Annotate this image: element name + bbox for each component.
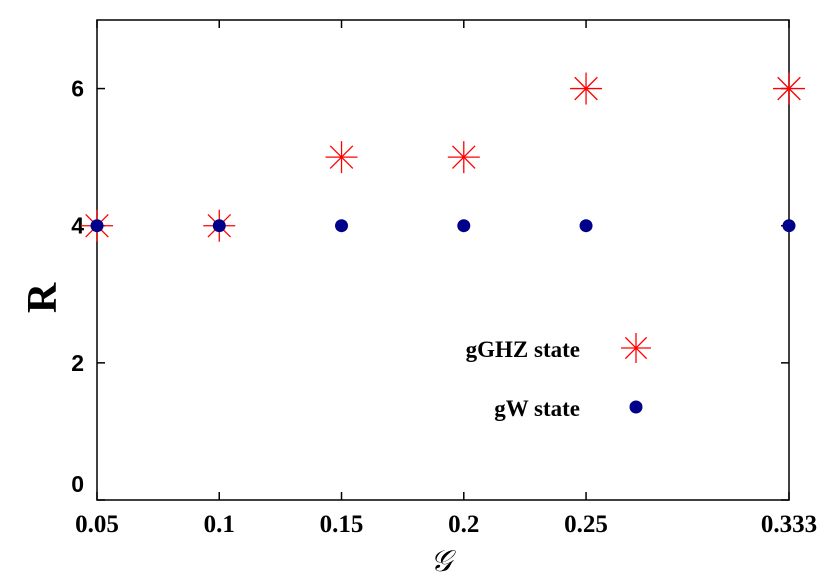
x-tick-label: 0.333 <box>761 511 817 538</box>
x-tick-label: 0.2 <box>448 511 479 538</box>
x-axis-label: 𝒢 <box>430 545 456 578</box>
ggHz-point <box>447 141 480 174</box>
gw-point <box>579 219 593 233</box>
x-tick-label: 0.1 <box>204 511 235 538</box>
y-tick-label: 0 <box>71 471 84 497</box>
gw-point <box>212 219 226 233</box>
gw-point <box>782 219 796 233</box>
x-tick-label: 0.15 <box>320 511 364 538</box>
ggHz-point <box>325 141 358 174</box>
legend-marker-gghz <box>621 333 651 363</box>
data-marks <box>81 72 805 242</box>
y-tick-label: 6 <box>71 76 84 102</box>
legend-marker-gw <box>629 400 643 414</box>
legend-label-gghz: gGHZ state <box>466 337 580 362</box>
y-axis-label: R <box>20 282 66 313</box>
plot-frame <box>96 19 790 501</box>
y-tick-labels: 0 2 4 6 <box>71 76 84 497</box>
axis-ticks <box>96 20 790 501</box>
x-tick-label: 0.25 <box>564 511 608 538</box>
x-tick-labels: 0.05 0.1 0.15 0.2 0.25 0.333 <box>75 511 817 538</box>
gw-point <box>335 219 349 233</box>
legend-label-gw: gW state <box>494 396 580 421</box>
y-tick-label: 4 <box>71 213 84 239</box>
y-tick-label: 2 <box>71 350 84 376</box>
gw-point <box>90 219 104 233</box>
legend: gGHZ state gW state <box>466 333 651 421</box>
ggHz-point <box>773 72 805 105</box>
ggHz-point <box>570 72 603 105</box>
x-tick-label: 0.05 <box>75 511 119 538</box>
gw-point <box>457 219 471 233</box>
